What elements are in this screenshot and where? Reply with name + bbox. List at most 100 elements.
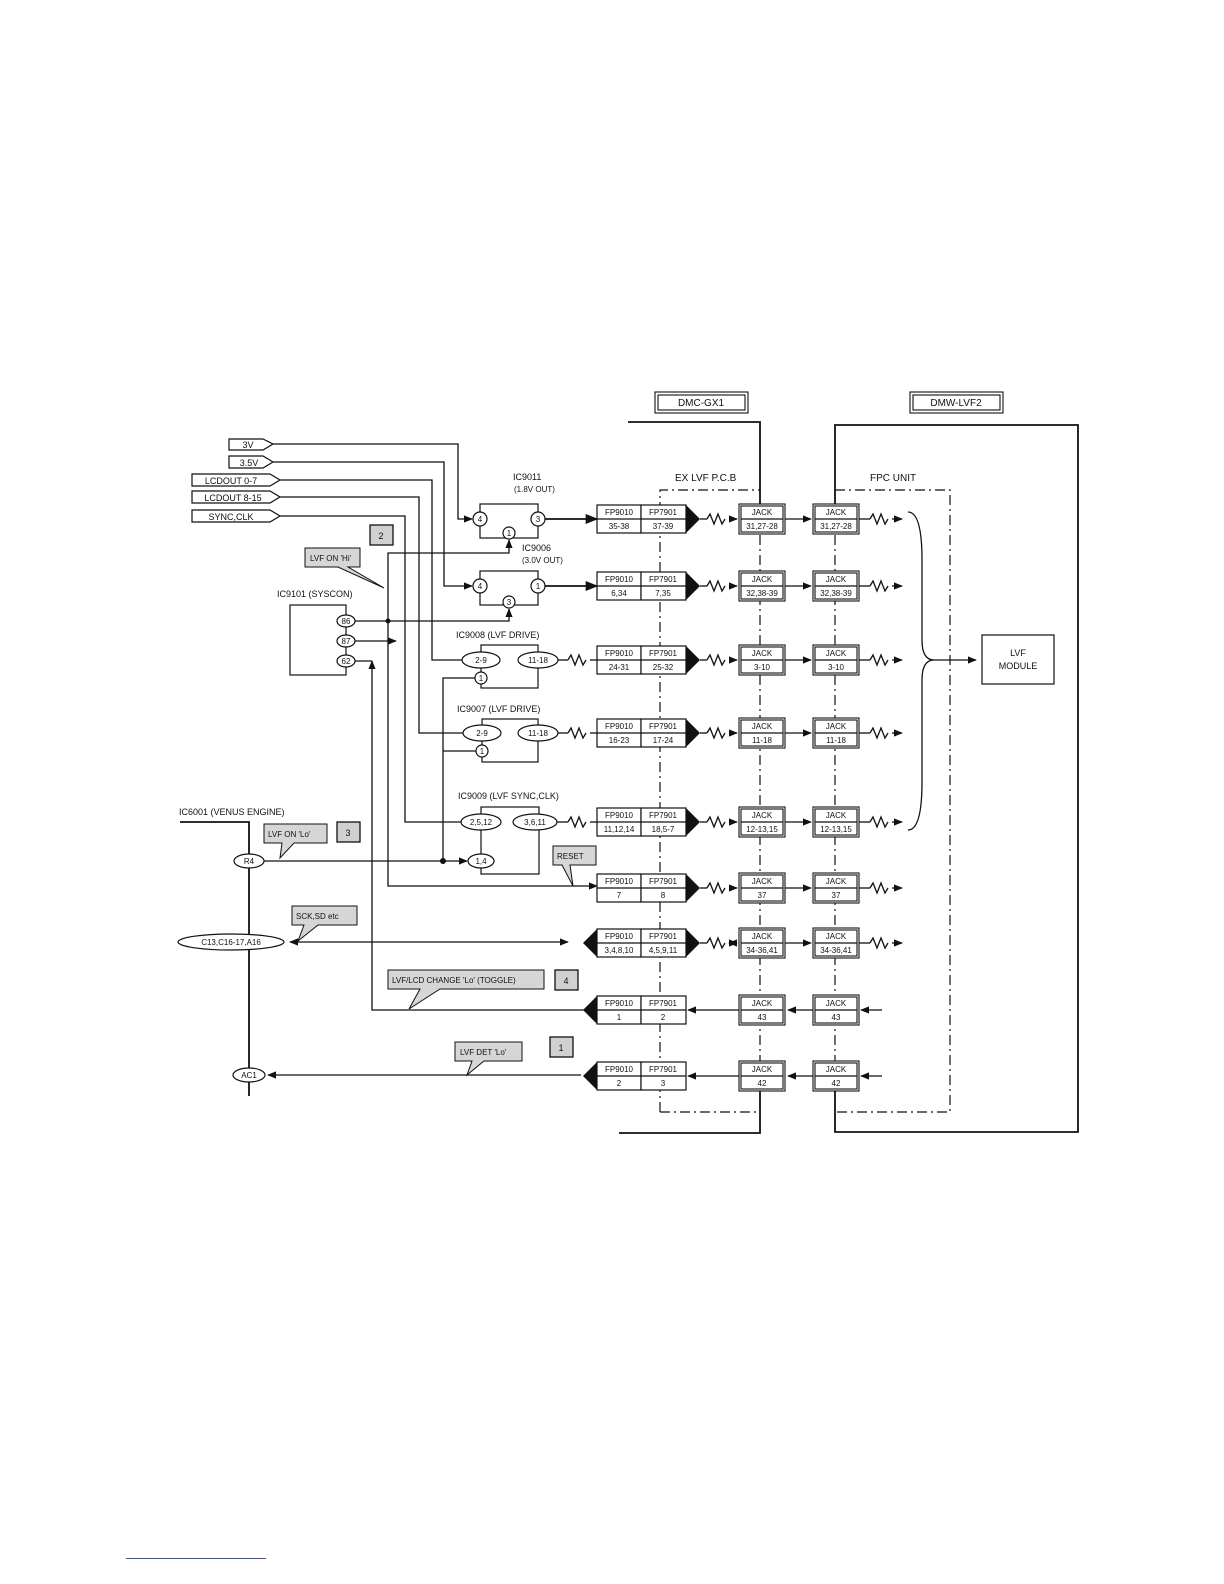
svg-text:LVF: LVF [1010,648,1026,658]
fp9010-pins: 7 [617,891,622,900]
jack-pins: 32,38-39 [746,589,778,598]
wire-lvf-lcd-change [368,660,597,1011]
fp9010-pins: 11,12,14 [604,825,635,834]
jack-pins: 3-10 [828,663,845,672]
ic9101-syscon: IC9101 (SYSCON) 86 87 62 [277,589,356,676]
module-brace [907,511,935,831]
jack-pins: 11-18 [826,736,846,745]
svg-text:SYNC,CLK: SYNC,CLK [208,512,253,522]
svg-text:1: 1 [558,1043,563,1053]
ic6001-venus-engine: IC6001 (VENUS ENGINE) R4 C13,C16-17,A16 … [177,807,285,1096]
wire-sync-clk [280,515,461,823]
svg-text:3: 3 [345,828,350,838]
header-dmw-lvf2-text: DMW-LVF2 [930,398,982,409]
svg-text:3.5V: 3.5V [240,458,259,468]
connector-arrow [583,996,597,1024]
jack-pins: 3-10 [754,663,771,672]
jack-name: JACK [826,932,847,941]
lvf-module: LVF MODULE [981,634,1055,685]
svg-text:62: 62 [342,657,351,666]
svg-text:1: 1 [480,747,485,756]
jack-pins: 12-13,15 [820,825,852,834]
fp7901-name: FP7901 [649,508,678,517]
svg-text:2-9: 2-9 [476,729,488,738]
wire-3v [273,443,473,523]
fp7901-pins: 25-32 [653,663,674,672]
jack-name: JACK [752,999,773,1008]
connector-arrow [686,646,700,674]
jack-name: JACK [752,1065,773,1074]
callout-lvf-det: LVF DET 'Lo' [454,1041,523,1077]
jack-pins: 34-36,41 [820,946,852,955]
lvf2-body-outline [834,424,1079,1133]
input-sync-clk: SYNC,CLK [191,509,282,523]
fp9010-pins: 6,34 [611,589,627,598]
fp7901-pins: 2 [661,1013,666,1022]
svg-text:IC9007 (LVF DRIVE): IC9007 (LVF DRIVE) [457,704,540,714]
svg-text:4: 4 [478,582,483,591]
fp7901-pins: 37-39 [653,522,674,531]
fp9010-name: FP9010 [605,722,634,731]
fp7901-pins: 8 [661,891,666,900]
fp7901-name: FP7901 [649,575,678,584]
fp9010-name: FP9010 [605,649,634,658]
jack-name: JACK [752,575,773,584]
svg-text:LCDOUT 8-15: LCDOUT 8-15 [204,493,261,503]
fp7901-name: FP7901 [649,722,678,731]
fp9010-name: FP9010 [605,508,634,517]
svg-text:IC9101 (SYSCON): IC9101 (SYSCON) [277,589,353,599]
fp9010-name: FP9010 [605,932,634,941]
jack-pins: 11-18 [752,736,772,745]
jack-pins: 34-36,41 [746,946,778,955]
header-dmw-lvf2: DMW-LVF2 [909,391,1004,414]
fp7901-name: FP7901 [649,811,678,820]
jack-name: JACK [752,649,773,658]
jack-name: JACK [826,508,847,517]
input-3-5v: 3.5V [228,455,275,469]
jack-name: JACK [752,877,773,886]
header-dmc-gx1: DMC-GX1 [654,391,749,414]
svg-text:IC9006: IC9006 [522,543,551,553]
svg-text:2,5,12: 2,5,12 [470,818,493,827]
gx1-body-outline-bottom [619,1090,761,1134]
svg-text:3: 3 [507,598,512,607]
fp9010-name: FP9010 [605,811,634,820]
jack-name: JACK [752,811,773,820]
callout-reset: RESET [552,845,597,887]
svg-text:1: 1 [479,674,484,683]
jack-pins: 32,38-39 [820,589,852,598]
fp9010-name: FP9010 [605,1065,634,1074]
fp7901-name: FP7901 [649,1065,678,1074]
fp7901-name: FP7901 [649,932,678,941]
connector-arrow [583,929,597,957]
svg-text:2-9: 2-9 [475,656,487,665]
input-lcdout-0-7: LCDOUT 0-7 [191,473,282,487]
fp7901-pins: 18,5-7 [652,825,675,834]
fp7901-pins: 4,5,9,11 [649,946,678,955]
svg-text:3: 3 [536,515,541,524]
svg-text:IC9008 (LVF DRIVE): IC9008 (LVF DRIVE) [456,630,539,640]
svg-text:2: 2 [378,531,383,541]
gx1-body-outline-top [628,421,761,512]
fp9010-name: FP9010 [605,575,634,584]
svg-text:11-18: 11-18 [528,729,548,738]
callout-sck-sd: SCK,SD etc [291,905,358,943]
fp9010-pins: 3,4,8,10 [605,946,634,955]
fp7901-name: FP7901 [649,877,678,886]
jack-pins: 12-13,15 [746,825,778,834]
ex-lvf-pcb-frame [659,489,760,1112]
footer-link-rule [126,1558,266,1559]
connector-arrow [583,1062,597,1090]
wire-reset [387,621,598,890]
wire-syscon-86 [355,608,513,622]
fp7901-pins: 7,35 [655,589,671,598]
svg-text:RESET: RESET [557,852,584,861]
jack-name: JACK [826,811,847,820]
svg-text:11-18: 11-18 [528,656,548,665]
svg-text:LVF/LCD CHANGE 'Lo' (TOGGLE): LVF/LCD CHANGE 'Lo' (TOGGLE) [392,976,516,985]
